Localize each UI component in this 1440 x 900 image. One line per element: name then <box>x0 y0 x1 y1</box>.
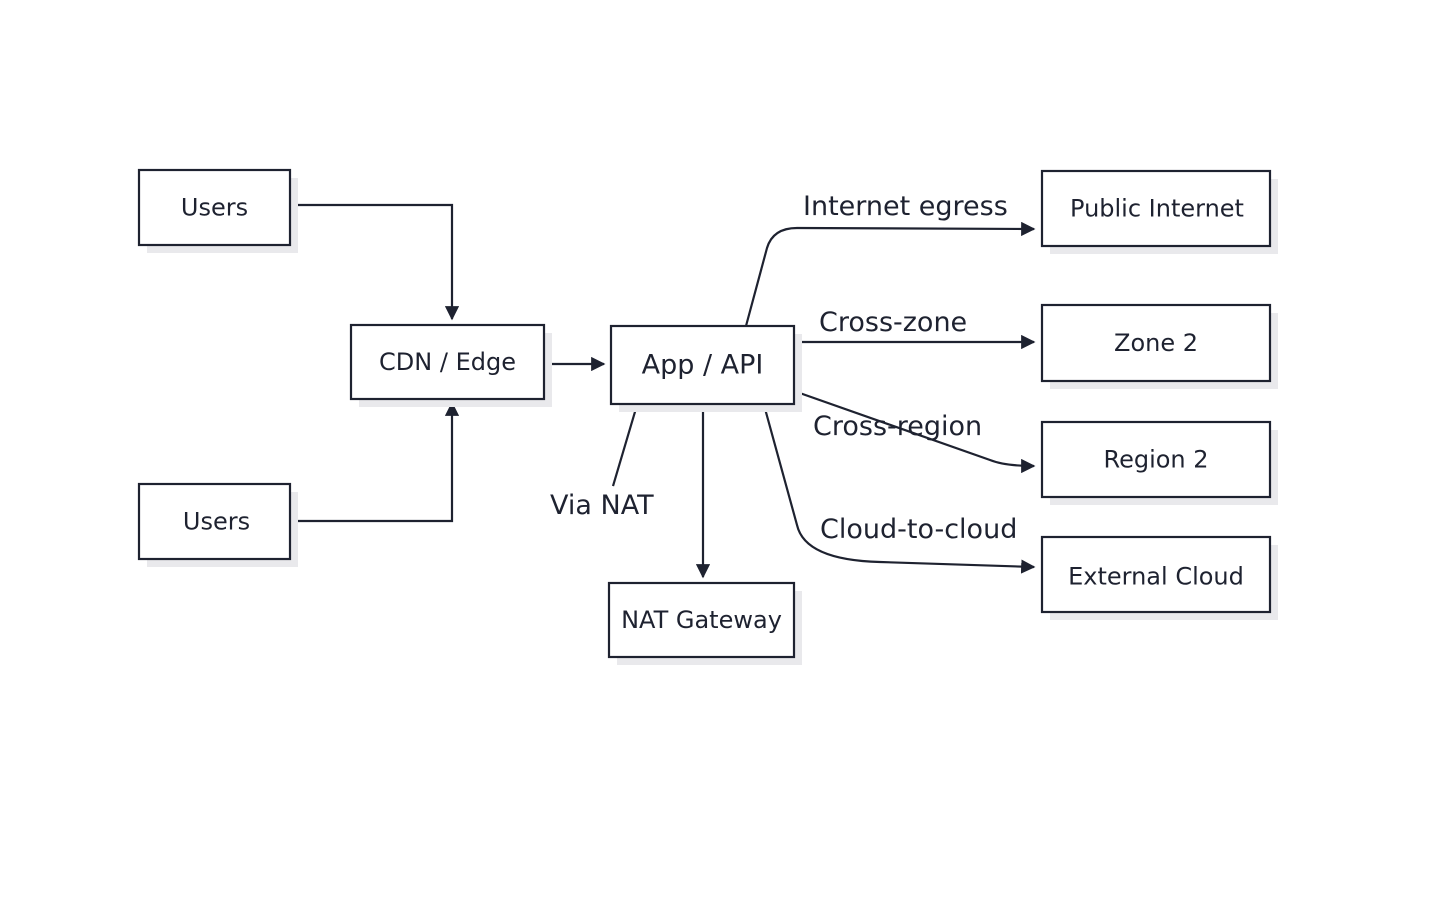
node-nat-gateway[interactable]: NAT Gateway <box>607 581 802 665</box>
edge-label-cloud-to-cloud: Cloud-to-cloud <box>820 514 1017 545</box>
edge-via-nat <box>611 404 639 487</box>
edge-label-cross-region: Cross-region <box>813 411 982 442</box>
node-app-api[interactable]: App / API <box>609 324 802 412</box>
node-region-2[interactable]: Region 2 <box>1040 420 1278 505</box>
edge-app-to-external-cloud <box>762 404 1036 574</box>
node-label: Users <box>183 508 250 536</box>
node-label: Region 2 <box>1103 446 1208 474</box>
node-cdn-edge[interactable]: CDN / Edge <box>349 323 552 407</box>
node-label: Zone 2 <box>1114 329 1198 357</box>
node-label: NAT Gateway <box>621 606 782 634</box>
node-public-internet[interactable]: Public Internet <box>1040 169 1278 254</box>
edge-label-internet-egress: Internet egress <box>803 191 1008 222</box>
node-label: CDN / Edge <box>379 348 516 376</box>
node-users-top[interactable]: Users <box>137 168 298 253</box>
edge-app-to-region2 <box>793 389 1036 474</box>
edge-users-bottom-to-cdn <box>290 401 460 523</box>
node-zone-2[interactable]: Zone 2 <box>1040 303 1278 389</box>
node-label: App / API <box>642 350 764 381</box>
node-label: Users <box>181 194 248 222</box>
edge-users-top-to-cdn <box>290 203 460 321</box>
edge-labels: Internet egress Cross-zone Cross-region … <box>550 191 1017 545</box>
edge-label-via-nat: Via NAT <box>550 490 654 521</box>
edge-app-to-public-internet <box>744 221 1036 327</box>
node-label: Public Internet <box>1070 195 1244 223</box>
edge-label-cross-zone: Cross-zone <box>819 307 967 338</box>
edges <box>290 203 1036 579</box>
node-external-cloud[interactable]: External Cloud <box>1040 535 1278 620</box>
node-label: External Cloud <box>1068 563 1244 591</box>
node-users-bottom[interactable]: Users <box>137 482 298 567</box>
